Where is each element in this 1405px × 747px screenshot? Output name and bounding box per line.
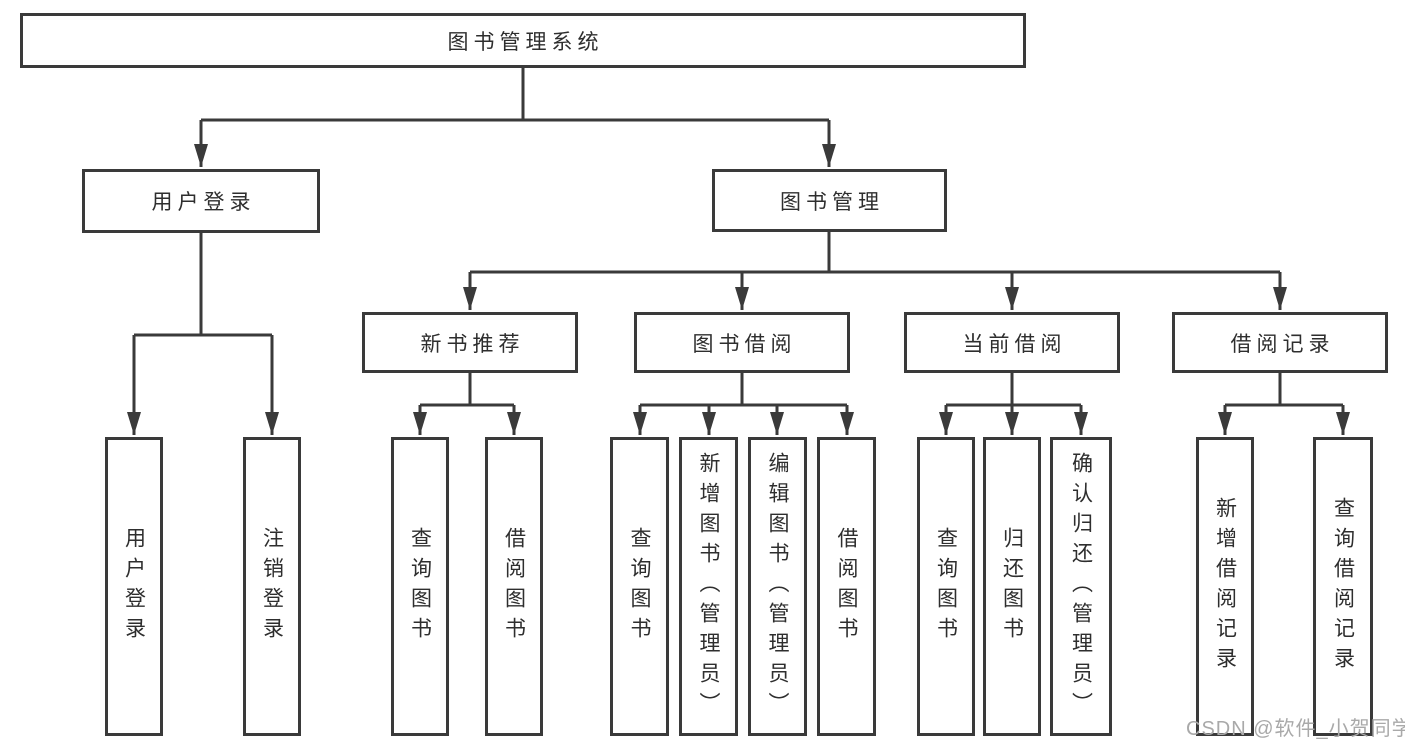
- node-book-management-module: 图书管理: [712, 169, 947, 232]
- leaf-user-login: 用户登录: [105, 437, 163, 736]
- leaf-return-book: 归还图书: [983, 437, 1041, 736]
- leaf-borrow-book: 借阅图书: [817, 437, 876, 736]
- csdn-watermark: CSDN @软件_小贺同学: [1186, 718, 1405, 740]
- node-current-borrow: 当前借阅: [904, 312, 1120, 373]
- leaf-current-query-book: 查询图书: [917, 437, 975, 736]
- leaf-recommend-borrow-book: 借阅图书: [485, 437, 543, 736]
- node-new-book-recommend: 新书推荐: [362, 312, 578, 373]
- leaf-add-book-admin: 新增图书（管理员）: [679, 437, 738, 736]
- leaf-edit-book-admin: 编辑图书（管理员）: [748, 437, 807, 736]
- node-book-borrow: 图书借阅: [634, 312, 850, 373]
- node-borrow-record: 借阅记录: [1172, 312, 1388, 373]
- leaf-logout: 注销登录: [243, 437, 301, 736]
- leaf-confirm-return-admin: 确认归还（管理员）: [1050, 437, 1112, 736]
- node-root-system: 图书管理系统: [20, 13, 1026, 68]
- leaf-recommend-query-book: 查询图书: [391, 437, 449, 736]
- leaf-add-borrow-record: 新增借阅记录: [1196, 437, 1254, 736]
- leaf-query-borrow-record: 查询借阅记录: [1313, 437, 1373, 736]
- leaf-borrow-query-book: 查询图书: [610, 437, 669, 736]
- node-user-login-module: 用户登录: [82, 169, 320, 233]
